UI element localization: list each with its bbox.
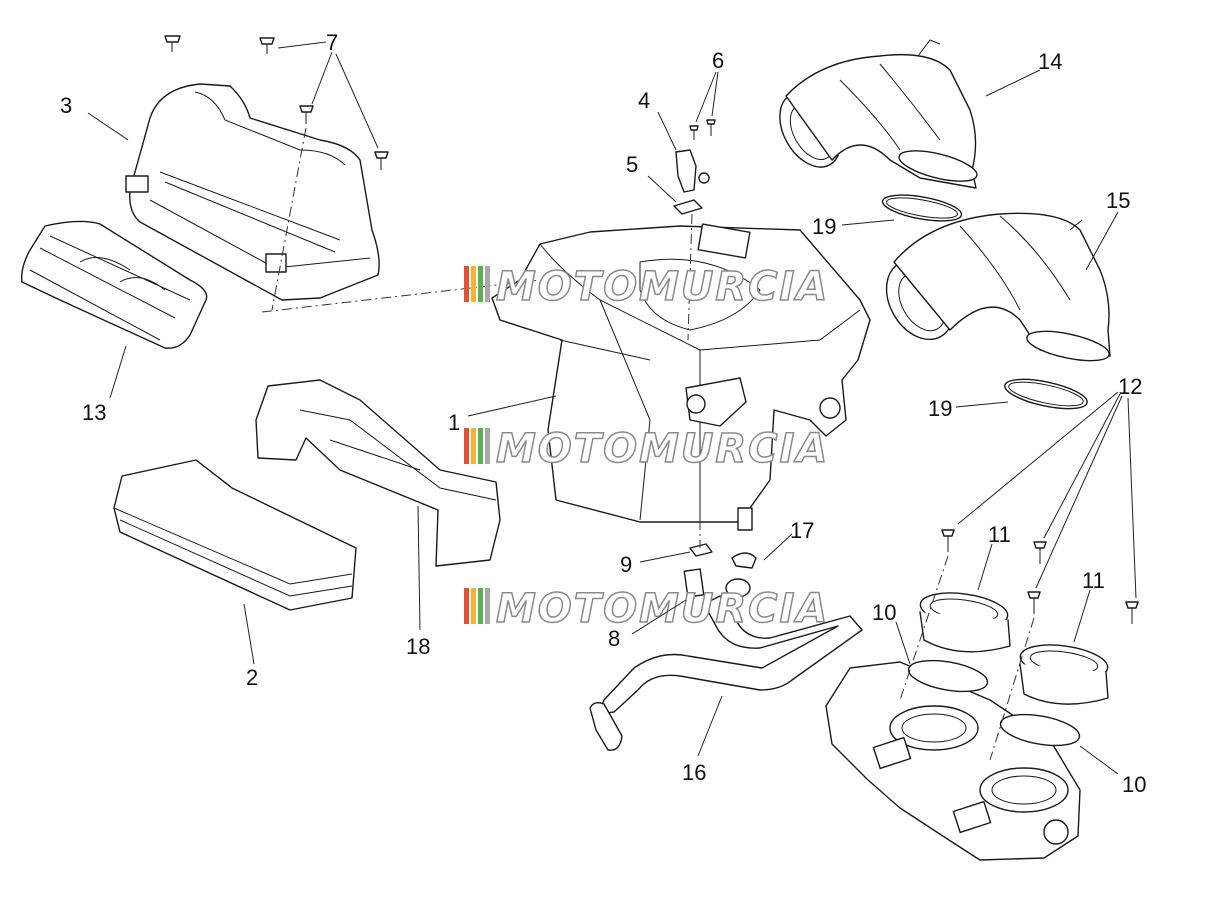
callout-16: 16 xyxy=(682,760,706,785)
callout-8: 8 xyxy=(608,626,620,651)
callout-12: 12 xyxy=(1118,374,1142,399)
watermark-2: MOTOMURCIA xyxy=(464,425,829,473)
watermark-1: MOTOMURCIA xyxy=(464,263,829,311)
callout-4: 4 xyxy=(638,88,650,113)
watermark-text: MOTOMURCIA xyxy=(496,426,829,472)
part-13-intake-duct xyxy=(20,220,208,349)
part-3-airbox-cover xyxy=(125,83,380,301)
callout-14: 14 xyxy=(1038,49,1062,74)
callout-15: 15 xyxy=(1106,188,1130,213)
callout-10-upper: 10 xyxy=(872,600,896,625)
part-2-air-filter xyxy=(113,459,357,611)
part-1-airbox xyxy=(491,223,871,531)
part-15-intake-boot xyxy=(885,212,1111,362)
callout-11-left: 11 xyxy=(988,522,1011,547)
callout-6: 6 xyxy=(712,48,724,73)
part-7-screws xyxy=(164,35,389,311)
part-8-9-17-small-parts xyxy=(683,543,757,598)
callout-19-lower: 19 xyxy=(928,396,952,421)
part-19-clamps xyxy=(881,194,1088,410)
callout-9: 9 xyxy=(620,552,632,577)
part-16-breather-hose xyxy=(589,595,863,751)
watermark-3: MOTOMURCIA xyxy=(464,585,829,633)
callout-1: 1 xyxy=(448,410,460,435)
watermark-text: MOTOMURCIA xyxy=(496,586,829,632)
callout-13: 13 xyxy=(82,400,106,425)
part-4-5-6-fittings xyxy=(673,119,716,341)
part-18-filter-holder xyxy=(255,379,501,567)
watermark-text: MOTOMURCIA xyxy=(496,264,829,310)
callout-19-upper: 19 xyxy=(812,214,836,239)
callout-11-right: 11 xyxy=(1082,568,1105,593)
callout-2: 2 xyxy=(246,665,258,690)
alignment-lines xyxy=(261,279,1035,761)
part-10-11-12-throttle-body xyxy=(825,529,1139,861)
callout-numbers: 3 7 4 6 5 14 15 19 19 12 1 13 18 2 9 8 1… xyxy=(60,30,1146,797)
callout-18: 18 xyxy=(406,634,430,659)
callout-5: 5 xyxy=(626,152,638,177)
callout-3: 3 xyxy=(60,93,72,118)
callout-7: 7 xyxy=(326,30,338,55)
part-14-intake-boot xyxy=(779,39,978,189)
callout-17: 17 xyxy=(790,518,814,543)
callout-10-lower: 10 xyxy=(1122,772,1146,797)
leader-lines xyxy=(87,41,1137,775)
